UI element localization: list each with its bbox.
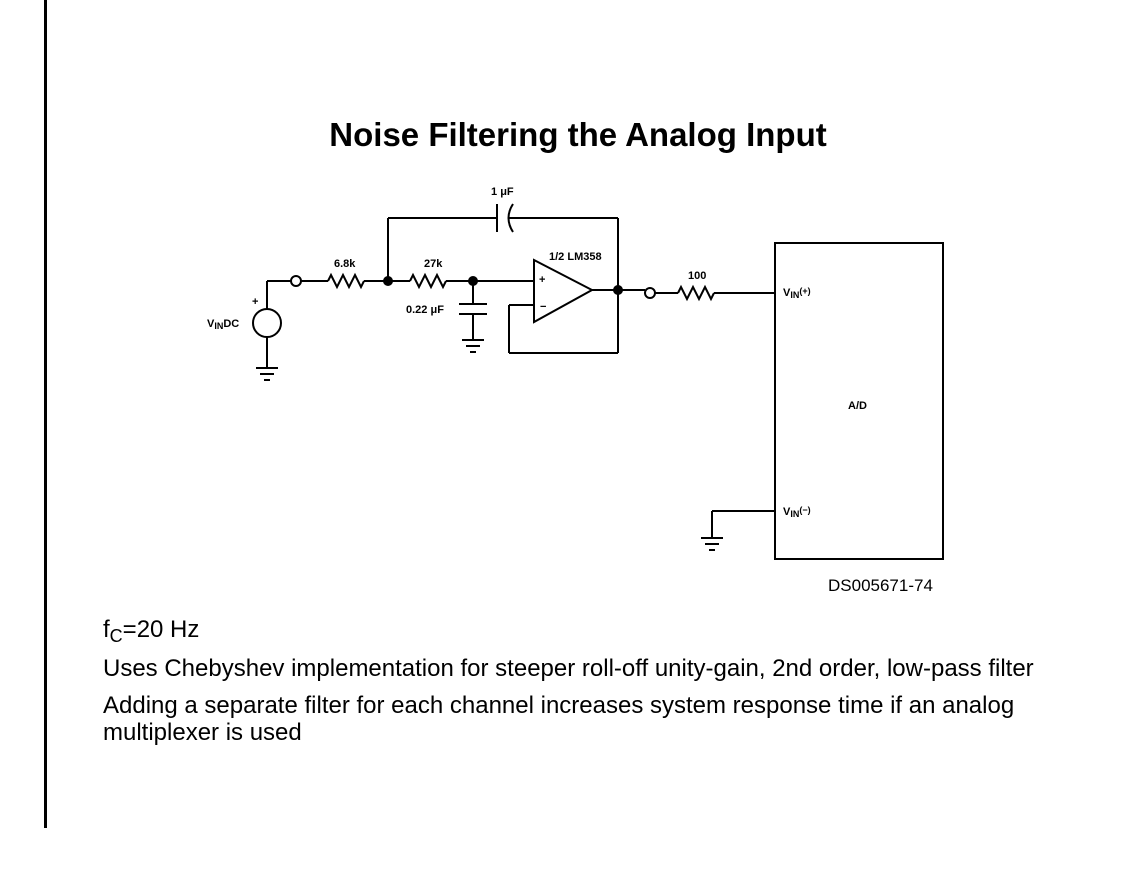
source-plus-label: +: [252, 296, 258, 308]
junction-node-1: [383, 276, 393, 286]
resistor-r1: [327, 272, 365, 290]
figure-title: Noise Filtering the Analog Input: [329, 116, 827, 153]
note-multiplexer: Adding a separate filter for each channe…: [103, 692, 1015, 746]
ground-source-symbol: [256, 367, 278, 381]
resistor-r2: [409, 272, 447, 290]
c2-label: 0.22 μF: [406, 304, 444, 316]
ground-c2-symbol: [462, 339, 484, 353]
page-margin-rule: [44, 0, 47, 828]
adc-box: [774, 242, 944, 560]
note-chebyshev: Uses Chebyshev implementation for steepe…: [103, 655, 1034, 682]
c1-label: 1 μF: [491, 186, 514, 198]
adc-label: A/D: [848, 400, 867, 412]
vin-dc-label: VINDC: [207, 318, 239, 331]
opamp-label: 1/2 LM358: [549, 251, 602, 263]
note-cutoff-frequency: fC=20 Hz: [103, 616, 200, 646]
r2-label: 27k: [424, 258, 443, 270]
dc-source-symbol: [252, 308, 282, 338]
opamp-minus-input: −: [540, 301, 546, 313]
junction-node-2: [468, 276, 478, 286]
figure-number: DS005671-74: [828, 576, 933, 595]
opamp-plus-input: +: [539, 274, 545, 286]
ground-vin-minus-symbol: [701, 537, 723, 551]
vin-minus-label: VIN(−): [783, 505, 811, 519]
vin-plus-label: VIN(+): [783, 286, 811, 300]
input-terminal: [290, 275, 302, 287]
figure-notes: fC=20 Hz Uses Chebyshev implementation f…: [103, 616, 1063, 756]
resistor-r3: [677, 284, 715, 302]
junction-output-node: [613, 285, 623, 295]
opamp-symbol: [533, 258, 595, 324]
output-terminal: [644, 287, 656, 299]
r1-label: 6.8k: [334, 258, 356, 270]
capacitor-c1-plate-curved: [507, 203, 514, 233]
r3-label: 100: [688, 270, 706, 282]
